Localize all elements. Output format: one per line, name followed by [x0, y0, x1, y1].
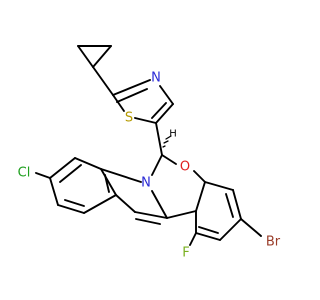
bond [163, 140, 169, 144]
bond [57, 204, 85, 214]
bond [100, 168, 117, 196]
bond [49, 157, 76, 179]
bond [92, 66, 114, 96]
structure-canvas: N S O N Cl Br F H [18, 45, 281, 261]
atom-label-o-ring: O [180, 160, 190, 175]
bond [134, 117, 157, 124]
bond [49, 177, 59, 206]
bond [83, 194, 117, 214]
bond [195, 232, 221, 241]
bond [112, 79, 151, 96]
bond [193, 170, 206, 183]
bond [135, 218, 161, 225]
atom-label-n-thiazole: N [151, 71, 161, 86]
bond [166, 210, 197, 219]
bond [59, 164, 82, 183]
bond [240, 218, 262, 237]
bond [100, 168, 142, 183]
bond [162, 145, 166, 148]
bond [115, 194, 136, 213]
atom-label-n-indole: N [141, 176, 151, 191]
bond [134, 211, 168, 219]
bond [219, 218, 242, 241]
bond [74, 157, 102, 170]
bond [159, 85, 174, 105]
atom-label-br: Br [266, 235, 281, 250]
bond-layer [35, 45, 262, 246]
bond [161, 154, 177, 165]
bond [64, 199, 85, 207]
bond [112, 94, 125, 112]
bond [232, 189, 242, 220]
bond [155, 103, 174, 124]
atom-label-f: F [182, 246, 189, 261]
bond [225, 193, 234, 218]
bond [104, 174, 110, 193]
bond [92, 45, 112, 68]
bond [151, 102, 167, 119]
atom-label-layer: N S O N Cl Br F H [18, 71, 281, 261]
bond [189, 232, 197, 246]
molecule-drawing: N S O N Cl Br F H [17, 45, 281, 261]
bond [204, 181, 234, 191]
atom-label-cl: Cl [18, 166, 31, 181]
bond [165, 135, 172, 140]
bond [198, 226, 219, 234]
bond [35, 172, 51, 179]
bond [151, 154, 163, 176]
bond [77, 45, 94, 68]
atom-label-s-thiazole: S [125, 111, 133, 126]
bond [151, 190, 168, 219]
bond [116, 88, 148, 103]
bond [155, 122, 163, 156]
bond [195, 181, 206, 212]
atom-label-h-stereo: H [169, 129, 177, 140]
